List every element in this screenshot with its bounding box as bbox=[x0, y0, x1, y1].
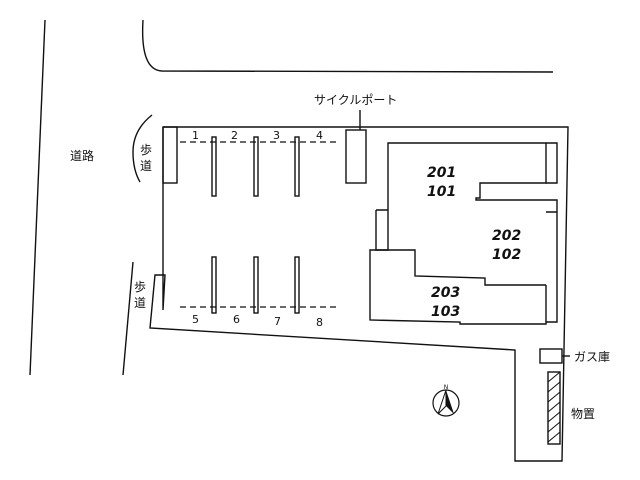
storage-label: 物置 bbox=[571, 407, 595, 421]
sidewalk-upper-char-2: 道 bbox=[140, 159, 152, 173]
road-label: 道路 bbox=[70, 148, 94, 163]
sidewalk-upper-char-1: 歩 bbox=[140, 142, 152, 157]
parking-divider bbox=[253, 256, 259, 314]
north-arrow-icon: N bbox=[432, 384, 460, 417]
parking-divider bbox=[294, 256, 300, 314]
parking-divider bbox=[294, 136, 300, 197]
sidewalk-lower-char-1: 歩 bbox=[134, 279, 146, 294]
unit-label: 101 bbox=[427, 184, 456, 200]
parking-divider bbox=[211, 136, 217, 197]
parking-number: 5 bbox=[192, 313, 199, 326]
cycle-port bbox=[345, 129, 367, 184]
parking-number: 8 bbox=[316, 316, 323, 329]
road-edge-top bbox=[141, 19, 554, 73]
parking-number: 3 bbox=[273, 129, 280, 142]
gas-storage bbox=[539, 348, 563, 364]
parking-number: 1 bbox=[192, 129, 199, 142]
gate-post-upper bbox=[162, 126, 178, 184]
parking-number: 7 bbox=[274, 315, 281, 328]
parking-divider bbox=[211, 256, 217, 314]
sidewalk-lower-edge bbox=[122, 261, 134, 376]
parking-number: 6 bbox=[233, 313, 240, 326]
road-edge-left bbox=[29, 19, 46, 376]
parking-divider bbox=[253, 136, 259, 197]
unit-label: 201 bbox=[427, 165, 456, 181]
unit-label: 103 bbox=[431, 304, 460, 320]
site-boundary bbox=[149, 126, 569, 462]
parking-number: 4 bbox=[316, 129, 323, 142]
unit-label: 102 bbox=[492, 247, 521, 263]
unit-label: 203 bbox=[431, 285, 460, 301]
building-inner-line bbox=[375, 142, 558, 322]
unit-label: 202 bbox=[492, 228, 521, 244]
building-outline bbox=[369, 142, 558, 325]
sidewalk-lower-char-2: 道 bbox=[134, 296, 146, 310]
gas-storage-label: ガス庫 bbox=[574, 350, 610, 364]
storage-shed bbox=[547, 371, 561, 445]
parking-number: 2 bbox=[231, 129, 238, 142]
cycle-port-label: サイクルポート bbox=[314, 93, 397, 107]
svg-text:N: N bbox=[444, 384, 449, 391]
sidewalk-upper-edge bbox=[132, 114, 153, 183]
